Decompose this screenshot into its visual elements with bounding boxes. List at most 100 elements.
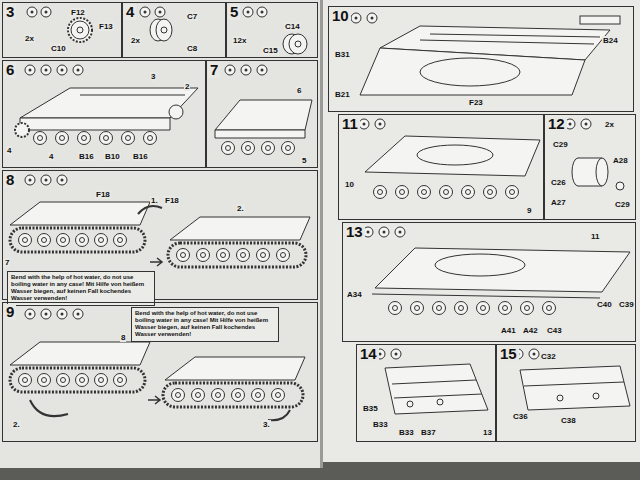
tanks-step-9 (10, 342, 305, 420)
hull-step-7 (282, 142, 295, 155)
hull-step-13 (435, 254, 525, 276)
tanks-step-9 (95, 374, 108, 387)
step-number: 14 (358, 346, 379, 362)
hull-step-10 (420, 40, 594, 44)
symbol-icons (581, 119, 591, 129)
tanks-step-8 (237, 249, 250, 262)
hull-step-6 (122, 132, 135, 145)
tanks-step-8 (19, 234, 32, 247)
part-number: B10 (104, 152, 121, 161)
symbol-icons (257, 7, 267, 17)
symbol-icons (367, 13, 377, 23)
part-number: B16 (78, 152, 95, 161)
symbol-icons (57, 65, 67, 75)
tanks-step-9 (252, 389, 265, 402)
part-number: F13 (98, 22, 114, 31)
step-number: 8 (4, 172, 16, 188)
tanks-step-8 (217, 249, 230, 262)
tanks-step-8 (10, 202, 310, 267)
tanks-step-9 (212, 389, 225, 402)
rear-step-15 (557, 395, 563, 401)
tanks-step-8 (197, 249, 210, 262)
step-number: 4 (124, 4, 136, 20)
wheel-parts (156, 19, 172, 41)
tanks-step-8 (138, 206, 162, 214)
hull-step-7 (242, 142, 255, 155)
hull-step-7 (262, 142, 275, 155)
tanks-step-9 (268, 410, 290, 420)
step-panel: 11 (338, 114, 544, 220)
hull-step-11 (506, 186, 519, 199)
hull-step-11 (396, 186, 409, 199)
hull-step-7 (215, 130, 305, 138)
hull-step-11 (462, 186, 475, 199)
symbol-icons (395, 227, 405, 237)
hull-step-10 (430, 34, 600, 37)
hull-step-6 (169, 105, 183, 119)
symbol-icons (57, 309, 67, 319)
hull-step-6 (34, 132, 47, 145)
part-number: B33 (372, 420, 389, 429)
symbol-icons (25, 309, 35, 319)
tanks-step-8 (257, 249, 270, 262)
symbol-icons (41, 65, 51, 75)
symbol-icons (41, 7, 51, 17)
part-number: C36 (512, 412, 529, 421)
symbol-icons (257, 65, 267, 75)
part-step-12 (616, 182, 624, 190)
symbol-icons (41, 309, 51, 319)
symbol-icons (155, 7, 165, 17)
part-number: B33 (398, 428, 415, 437)
hull-step-6 (15, 88, 198, 145)
rear-step-14 (437, 399, 443, 405)
tanks-step-8 (168, 243, 306, 267)
hull-step-13 (372, 248, 630, 315)
hull-step-6 (100, 132, 113, 145)
part-number: C29 (614, 200, 631, 209)
tanks-step-9 (57, 374, 70, 387)
part-number: C38 (560, 416, 577, 425)
hull-step-13 (372, 294, 600, 298)
part-number: C10 (50, 44, 67, 53)
hull-step-13 (477, 302, 490, 315)
warning-box: Bend with the help of hot water, do not … (7, 271, 155, 306)
part-number: C40 (596, 300, 613, 309)
part-number: 4 (48, 152, 54, 161)
warning-text: Bend with the help of hot water, do not … (11, 274, 151, 302)
part-number: 2. (236, 204, 245, 213)
rear-step-15 (520, 366, 630, 410)
part-number: B37 (420, 428, 437, 437)
step-number: 10 (330, 8, 351, 24)
symbol-icons (243, 7, 253, 17)
tanks-step-9 (192, 389, 205, 402)
part-number: C29 (552, 140, 569, 149)
hull-step-11 (365, 136, 540, 176)
part-number: 6 (296, 86, 302, 95)
symbol-icons (73, 309, 83, 319)
part-number: 1. (150, 196, 159, 205)
part-number: 10 (344, 180, 355, 189)
tanks-step-9 (172, 389, 185, 402)
warning-box: Bend with the help of hot water, do not … (131, 307, 279, 342)
hull-step-13 (389, 302, 402, 315)
part-step-12 (596, 158, 608, 186)
wheel-parts (295, 41, 301, 47)
part-number: 13 (482, 428, 493, 437)
step-number: 7 (208, 62, 220, 78)
part-number: A41 (500, 326, 517, 335)
hull-step-13 (455, 302, 468, 315)
tanks-step-9 (232, 389, 245, 402)
part-number: 2. (12, 420, 21, 429)
hull-step-11 (440, 186, 453, 199)
paper-sheet (0, 0, 320, 468)
hull-step-13 (433, 302, 446, 315)
symbol-icons (351, 13, 361, 23)
rear-step-15 (520, 366, 630, 410)
symbol-icons (225, 65, 235, 75)
hull-step-6 (78, 132, 91, 145)
tanks-step-9 (163, 383, 303, 407)
part-step-12 (578, 186, 602, 187)
wheel-parts (71, 21, 89, 39)
part-number: A42 (522, 326, 539, 335)
